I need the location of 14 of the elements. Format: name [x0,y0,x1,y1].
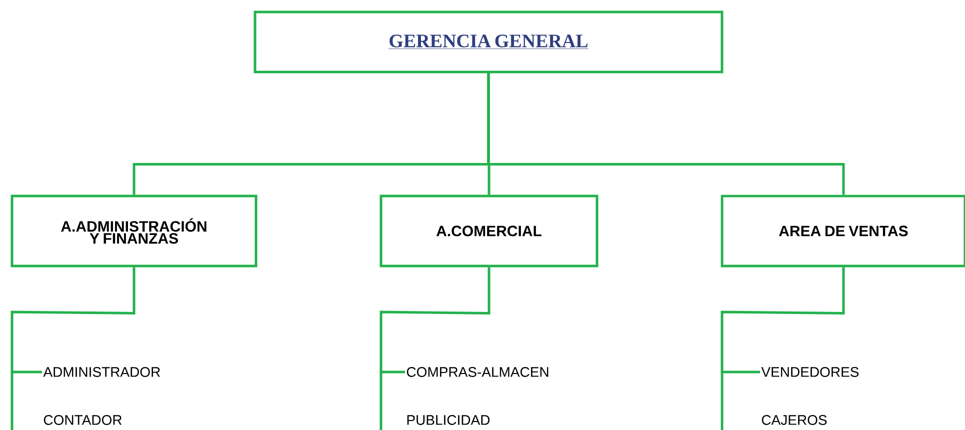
title-box: GERENCIA GENERAL [254,10,724,74]
position-label: VENDEDORES [760,366,860,378]
connector-line [720,267,845,374]
position-label: COMPRAS-ALMACEN [405,366,550,378]
position-label: PUBLICIDAD [407,415,490,425]
department-box: AREA DE VENTAS [720,194,965,268]
connector-line [380,267,490,374]
connector-line [10,267,136,374]
position-label: CAJEROS [762,415,827,425]
department-box: A.ADMINISTRACIÓN Y FINANZAS [10,194,258,268]
department-box: A.COMERCIAL [380,194,598,268]
position-label: ADMINISTRADOR [42,366,162,378]
position-label: CONTADOR [44,415,122,425]
connector-line [487,73,845,195]
